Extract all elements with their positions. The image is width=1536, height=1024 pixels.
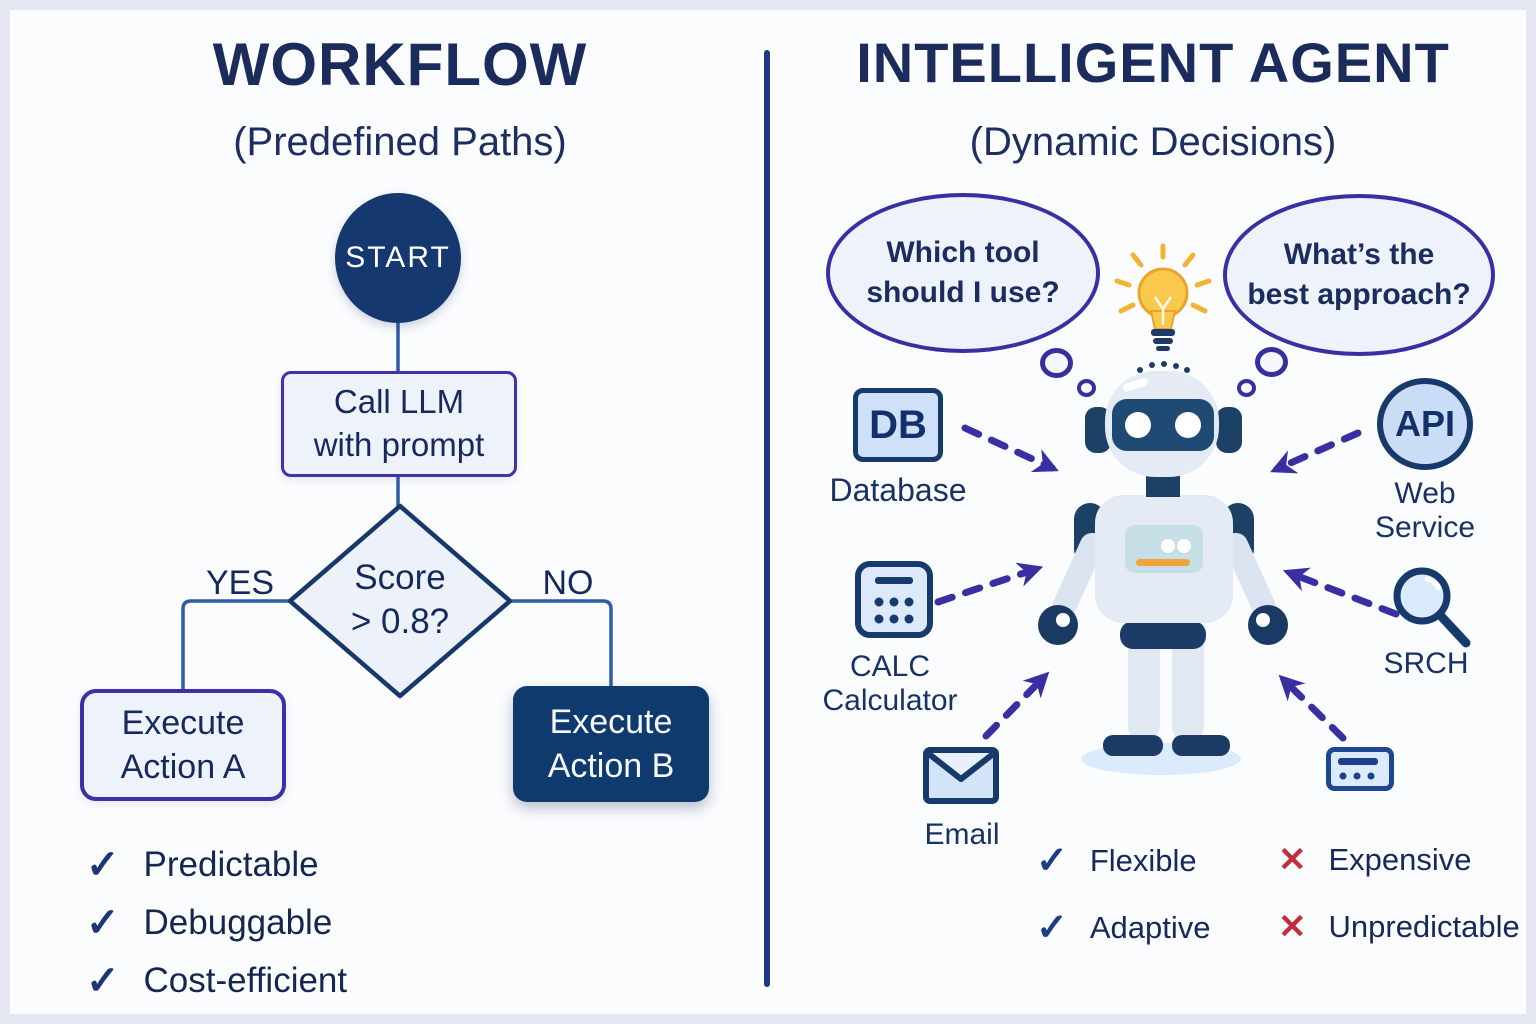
calc-abbr-label: CALC (849, 650, 931, 683)
agent-pro-row: ✓ Flexible (1036, 842, 1197, 880)
panel-divider (764, 50, 770, 987)
flow-action-a-node: Execute Action A (80, 689, 286, 801)
workflow-benefit-row: ✓ Predictable (86, 845, 319, 885)
search-icon (1393, 567, 1471, 648)
agent-pro-row: ✓ Adaptive (1036, 909, 1210, 947)
arrow-search-to-robot (1282, 567, 1400, 618)
lightbulb-icon (1114, 243, 1212, 351)
robot-illustration (1038, 361, 1288, 775)
robot-antenna-dots (1137, 361, 1190, 373)
thought-trail-circle (1255, 347, 1288, 377)
workflow-benefit-label: Debuggable (143, 903, 333, 942)
check-icon: ✓ (1036, 907, 1068, 949)
branch-no-label: NO (542, 564, 594, 602)
api-icon: API (1377, 378, 1473, 470)
email-icon (923, 747, 999, 804)
bulb-rays (1114, 243, 1212, 314)
robot-pelvis (1120, 621, 1206, 649)
workflow-subtitle: (Predefined Paths) (233, 120, 567, 164)
check-icon: ✓ (86, 959, 120, 1003)
branch-yes-label: YES (205, 564, 275, 602)
thought-trail-circle (1040, 348, 1073, 378)
agent-con-row: ✕ Unpredictable (1278, 909, 1520, 945)
email-label: Email (924, 818, 1000, 851)
calculator-label: Calculator (822, 684, 958, 717)
cross-icon: ✕ (1278, 908, 1307, 946)
robot-legs (1103, 635, 1230, 756)
workflow-benefit-label: Predictable (143, 845, 319, 884)
thought-bubble-right: What’s the best approach? (1223, 194, 1495, 356)
workflow-benefit-row: ✓ Cost-efficient (86, 961, 347, 1001)
arrow-calc-to-robot (934, 562, 1044, 606)
database-icon: DB (853, 388, 943, 462)
agent-title: INTELLIGENT AGENT (856, 31, 1450, 94)
robot-chest-panel (1125, 525, 1203, 573)
flow-start-node: START (335, 193, 461, 323)
thought-trail-circle (1237, 379, 1256, 397)
agent-con-label: Unpredictable (1328, 909, 1520, 944)
database-label: Database (829, 472, 967, 508)
agent-pro-label: Flexible (1089, 843, 1197, 878)
robot-visor (1112, 399, 1214, 451)
agent-con-label: Expensive (1328, 842, 1472, 877)
search-label: SRCH (1383, 647, 1469, 680)
robot-head (1085, 371, 1242, 477)
workflow-title: WORKFLOW (212, 31, 588, 98)
flow-decision-label: Score > 0.8? (350, 558, 450, 642)
flow-action-b-node: Execute Action B (513, 686, 709, 802)
agent-con-row: ✕ Expensive (1278, 842, 1472, 878)
calculator-icon (855, 561, 933, 638)
agent-subtitle: (Dynamic Decisions) (969, 120, 1337, 164)
thought-trail-circle (1077, 379, 1096, 397)
web-service-label: Web Service (1374, 477, 1476, 544)
agent-pro-label: Adaptive (1089, 910, 1211, 945)
check-icon: ✓ (86, 901, 120, 945)
flow-call-llm-node: Call LLM with prompt (281, 371, 517, 477)
robot-eye (1175, 412, 1201, 438)
thought-bubble-left: Which tool should I use? (826, 193, 1100, 353)
workflow-benefit-row: ✓ Debuggable (86, 903, 332, 943)
card-reader-icon (1326, 747, 1394, 791)
robot-arms (1038, 503, 1288, 645)
robot-eye (1125, 412, 1151, 438)
workflow-benefit-label: Cost-efficient (143, 961, 348, 1000)
check-icon: ✓ (86, 843, 120, 887)
cross-icon: ✕ (1278, 841, 1307, 879)
check-icon: ✓ (1036, 840, 1068, 882)
